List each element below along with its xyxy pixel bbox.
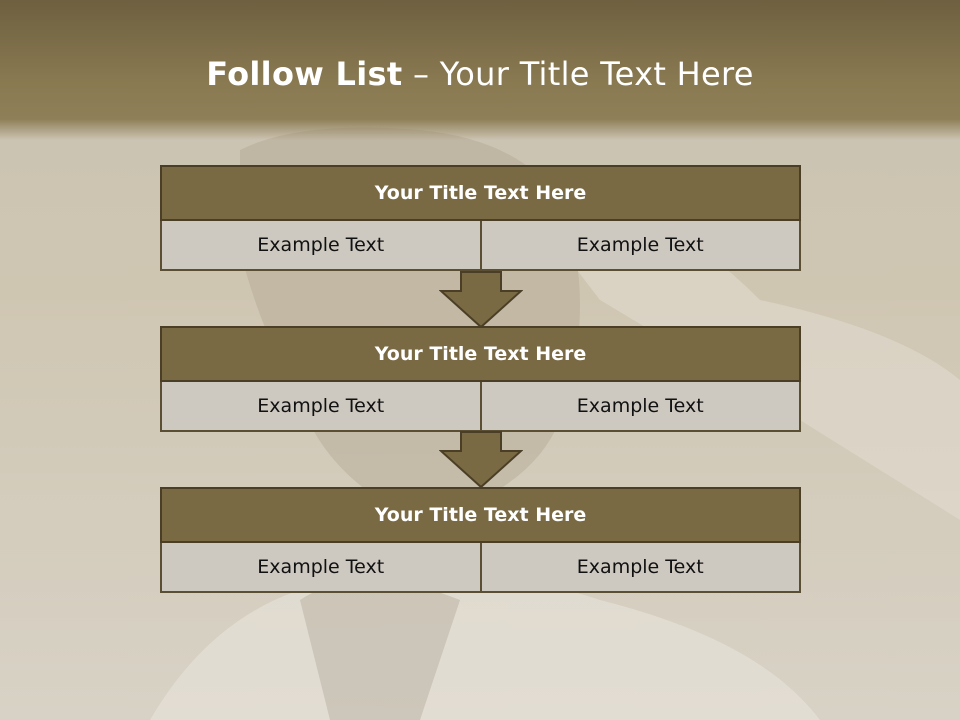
block-cell-left: Example Text xyxy=(160,543,482,593)
down-arrow-icon xyxy=(439,271,523,329)
block-title: Your Title Text Here xyxy=(160,487,801,543)
title-bold: Follow List xyxy=(206,55,403,93)
list-block-3: Your Title Text Here Example Text Exampl… xyxy=(160,487,801,593)
down-arrow-icon xyxy=(439,431,523,489)
block-cell-left: Example Text xyxy=(160,221,482,271)
block-cell-left: Example Text xyxy=(160,382,482,432)
block-row: Example Text Example Text xyxy=(160,382,801,432)
block-cell-right: Example Text xyxy=(481,382,801,432)
list-block-1: Your Title Text Here Example Text Exampl… xyxy=(160,165,801,271)
list-block-2: Your Title Text Here Example Text Exampl… xyxy=(160,326,801,432)
block-title: Your Title Text Here xyxy=(160,165,801,221)
block-row: Example Text Example Text xyxy=(160,221,801,271)
block-cell-right: Example Text xyxy=(481,543,801,593)
title-band xyxy=(0,0,960,140)
title-rest: – Your Title Text Here xyxy=(412,55,754,93)
block-row: Example Text Example Text xyxy=(160,543,801,593)
block-title: Your Title Text Here xyxy=(160,326,801,382)
page-title: Follow List – Your Title Text Here xyxy=(0,55,960,93)
block-cell-right: Example Text xyxy=(481,221,801,271)
